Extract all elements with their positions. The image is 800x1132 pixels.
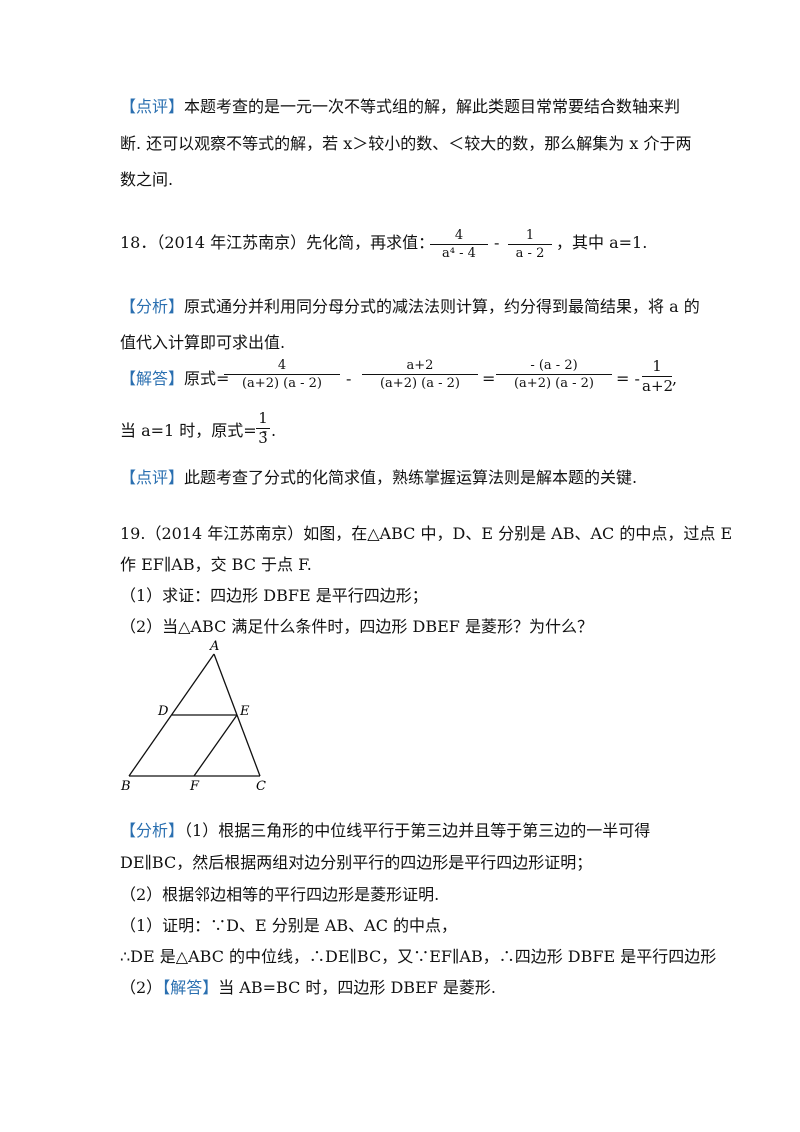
fraction-denominator: (a+2) (a - 2) [241,376,322,391]
analysis-text: 原式通分并利用同分母分式的减法法则计算，约分得到最简结果，将 a 的 [184,297,700,316]
fraction-denominator: a+2 [642,377,674,395]
fraction-numerator: 4 [430,228,488,245]
comment-tag: 【点评】 [120,468,185,487]
fraction-numerator: a+2 [362,358,478,375]
q19-part-1: （1）求证：四边形 DBFE 是平行四边形； [120,586,428,605]
fraction-denominator: 3 [258,429,268,447]
label-e: E [239,704,250,719]
q19-line-2: 作 EF∥AB，交 BC 于点 F. [120,555,312,574]
edge-ef [193,714,238,777]
q18-analysis-line-1: 【分析】原式通分并利用同分母分式的减法法则计算，约分得到最简结果，将 a 的 [120,297,700,317]
comment-17-line-2: 断. 还可以观察不等式的解，若 x＞较小的数、＜较大的数，那么解集为 x 介于两 [120,134,692,153]
label-b: B [120,779,131,794]
q18-minus: - [494,233,500,252]
comment-17-line-1: 【点评】本题考查的是一元一次不等式组的解，解此类题目常常要结合数轴来判 [120,97,680,117]
when-fraction: 1 3 [256,410,270,447]
comment-text: 此题考查了分式的化简求值，熟练掌握运算法则是解本题的关键. [184,468,638,487]
comment-17-line-3: 数之间. [120,170,174,189]
analysis-text: （1）根据三角形的中位线平行于第三边并且等于第三边的一半可得 [184,821,651,840]
fraction-numerator: 1 [256,410,270,429]
label-d: D [157,704,169,719]
answer-prefix: （2） [120,978,163,997]
q18-comment: 【点评】此题考查了分式的化简求值，熟练掌握运算法则是解本题的关键. [120,468,637,488]
fraction-denominator: (a+2) (a - 2) [513,376,594,391]
q18-fraction-1: 4 a⁴ - 4 [430,228,488,261]
solution-prefix-text: 原式= [184,369,230,388]
q19-answer: （2）【解答】当 AB=BC 时，四边形 DBEF 是菱形. [120,978,496,998]
solution-end: , [672,369,678,388]
q18-analysis-line-2: 值代入计算即可求出值. [120,333,286,352]
fraction-denominator: a - 2 [515,246,545,261]
edge-ab [128,653,215,777]
q18-when-text: 当 a=1 时，原式= - [120,421,268,440]
when-end: . [271,421,277,440]
q18-solution-prefix: 【解答】原式= [120,369,229,389]
q19-analysis-line-2: DE∥BC，然后根据两组对边分别平行的四边形是平行四边形证明； [120,853,593,872]
q18-prefix: 18．（2014 年江苏南京）先化简，再求值： [120,233,435,252]
fraction-numerator: 4 [224,358,340,375]
solution-fraction-1: 4 (a+2) (a - 2) [224,358,340,391]
q19-part-2: （2）当△ABC 满足什么条件时，四边形 DBEF 是菱形？为什么？ [120,617,593,636]
q18-suffix: ，其中 a=1. [556,233,648,252]
solution-minus: - [346,369,352,388]
solution-equals-2: = - [616,369,640,388]
q19-proof-line-2: ∴DE 是△ABC 的中位线，∴DE∥BC，又∵EF∥AB，∴四边形 DBFE … [120,947,717,966]
q19-analysis-line-3: （2）根据邻边相等的平行四边形是菱形证明. [120,885,440,904]
q19-analysis-line-1: 【分析】（1）根据三角形的中位线平行于第三边并且等于第三边的一半可得 [120,821,650,841]
fraction-numerator: 1 [508,228,552,245]
fraction-denominator: a⁴ - 4 [442,246,476,261]
comment-tag: 【点评】 [120,97,185,116]
q19-proof-line-1: （1）证明：∵D、E 分别是 AB、AC 的中点， [120,916,458,935]
solution-tag: 【解答】 [120,369,185,388]
answer-tag: 【解答】 [162,978,219,997]
label-f: F [189,779,200,794]
solution-fraction-4: 1 a+2 [642,358,674,395]
answer-text: 当 AB=BC 时，四边形 DBEF 是菱形. [218,978,497,997]
fraction-denominator: (a+2) (a - 2) [379,376,460,391]
label-c: C [256,779,266,794]
solution-fraction-3: - (a - 2) (a+2) (a - 2) [496,358,612,391]
comment-text: 本题考查的是一元一次不等式组的解，解此类题目常常要结合数轴来判 [184,97,681,116]
analysis-tag: 【分析】 [120,821,185,840]
solution-fraction-2: a+2 (a+2) (a - 2) [362,358,478,391]
q19-line-1: 19.（2014 年江苏南京）如图，在△ABC 中，D、E 分别是 AB、AC … [120,524,733,543]
analysis-tag: 【分析】 [120,297,185,316]
fraction-numerator: - (a - 2) [496,358,612,375]
solution-equals-1: = [482,369,496,388]
fraction-numerator: 1 [642,358,672,377]
triangle-figure: A D E B F C [120,639,266,794]
label-a: A [209,639,219,654]
q18-fraction-2: 1 a - 2 [508,228,552,261]
